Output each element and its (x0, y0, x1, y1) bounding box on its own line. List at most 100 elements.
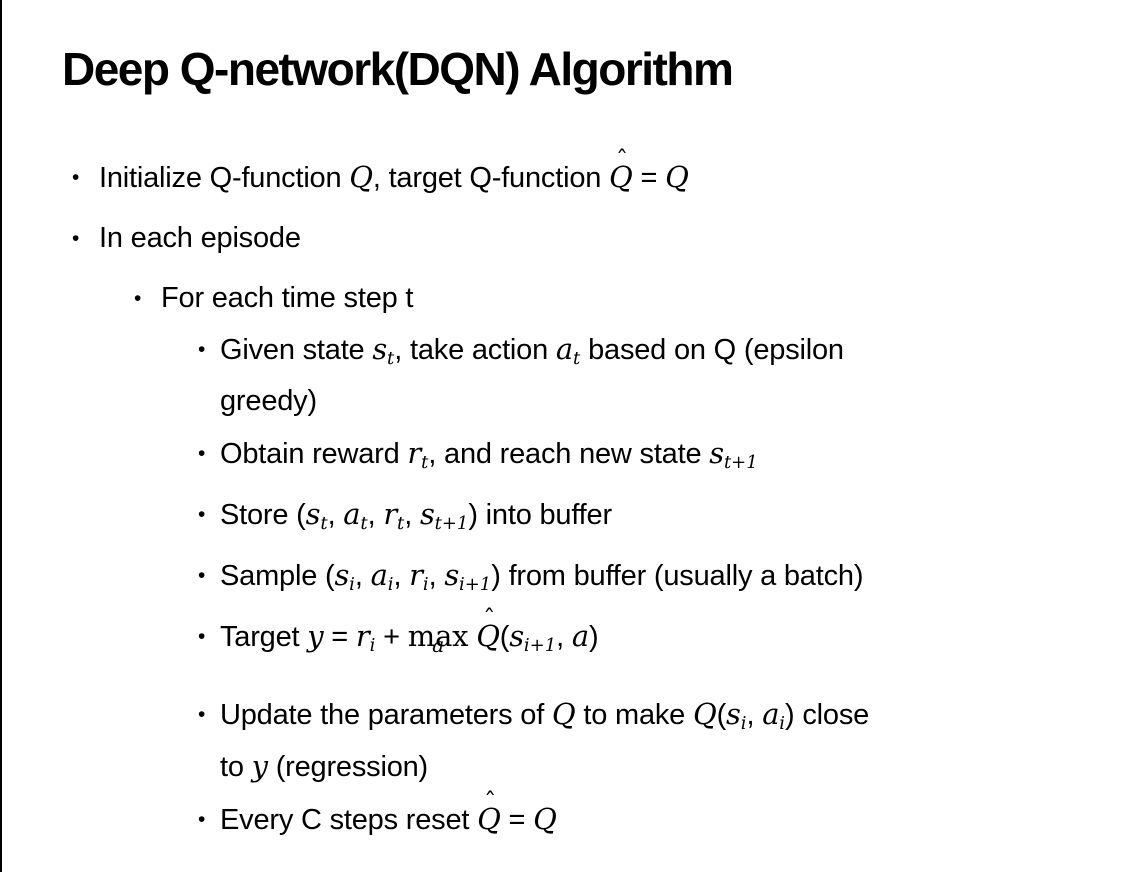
math-symbol: s (419, 497, 435, 532)
math-with-subscript: ai (762, 697, 786, 735)
bullet-content: For each time step t (161, 277, 1112, 320)
bullet-line: Obtain reward rt, and reach new state st… (220, 432, 1112, 484)
text-run: greedy) (220, 385, 317, 418)
math-symbol: s (444, 558, 459, 593)
text-run: to (220, 751, 252, 784)
math-with-subscript: st+1 (709, 436, 758, 474)
text-run: Update the parameters of (220, 699, 552, 732)
text-run: Target (220, 621, 308, 654)
math-symbol: s (305, 497, 321, 532)
text-run: ) into buffer (468, 499, 612, 532)
math-with-subscript: rt (407, 436, 429, 474)
bullet-line: Initialize Q-function Q, target Q-functi… (99, 144, 1112, 200)
bullet-marker: • (198, 503, 206, 527)
text-run: = (323, 621, 356, 654)
text-run: ( (499, 621, 510, 654)
math-with-subscript: st (305, 497, 328, 535)
text-run: ) from buffer (usually a batch) (491, 560, 864, 593)
text-run: Given state (220, 334, 373, 366)
bullet-line: Sample (si, ai, ri, si+1) from buffer (u… (220, 554, 1112, 606)
math-symbol: s (709, 436, 724, 471)
text-run: , and reach new state (428, 438, 710, 471)
text-run: Sample ( (220, 560, 335, 593)
bullet-marker: • (198, 808, 206, 832)
math-symbol: Q (609, 160, 633, 194)
bullet-line: Update the parameters of Q to make Q(si,… (220, 693, 1112, 745)
bullet-item: • In each episode (72, 217, 1112, 260)
math-symbol: s (726, 697, 741, 732)
bullet-content: In each episode (99, 217, 1112, 260)
math-symbol: a (555, 332, 573, 366)
bullet-item: • Update the parameters of Q to make Q(si… (198, 693, 1112, 789)
math-with-subscript: st (372, 332, 395, 370)
bullet-content: Initialize Q-function Q, target Q-functi… (99, 144, 1112, 200)
text-run: ) close (785, 699, 870, 732)
bullet-item: •Initialize Q-function Q, target Q-funct… (72, 144, 1112, 200)
bullet-item: • For each time step t (134, 277, 1112, 320)
text-run: , take action (394, 334, 556, 366)
math-with-subscript: ri (355, 619, 376, 657)
math-symbol: Q (477, 802, 501, 837)
math-symbol: y (251, 749, 268, 784)
math-symbol: Q (533, 802, 557, 837)
text-run: , (404, 499, 420, 532)
math-symbol: r (355, 619, 370, 654)
math-symbol: a (370, 558, 388, 593)
math-symbol: Q (349, 160, 373, 194)
bullet-line: Given state st, take action at based on … (220, 328, 1112, 380)
bullet-content: Update the parameters of Q to make Q(si,… (220, 693, 1112, 789)
math-with-subscript: si+1 (509, 619, 557, 657)
math-with-subscript: st+1 (419, 497, 469, 535)
math-symbol: s (372, 332, 388, 366)
bullet-content: Obtain reward rt, and reach new state st… (220, 432, 1112, 484)
bullet-marker: • (198, 703, 206, 727)
text-run (468, 621, 476, 653)
bullet-line: Store (st, at, rt, st+1) into buffer (220, 493, 1112, 545)
text-run: , target Q-function (372, 162, 610, 194)
text-run: Every C steps reset (220, 804, 478, 837)
text-run: = (500, 804, 534, 837)
text-run: , (327, 499, 344, 532)
text-run: + (375, 621, 408, 654)
text-run: , (428, 560, 445, 593)
math-with-subscript: rt (383, 497, 405, 535)
math-symbol: s (334, 558, 350, 593)
text-run: to make (575, 699, 693, 732)
math-symbol: r (409, 558, 423, 593)
math-with-subscript: si+1 (444, 558, 492, 596)
slide-title: Deep Q-network(DQN) Algorithm (62, 43, 734, 95)
text-run: , (556, 621, 572, 654)
math-symbol: r (407, 436, 422, 471)
math-symbol: Q (692, 697, 717, 732)
text-run: In each episode (99, 222, 301, 254)
bullet-marker: • (72, 227, 80, 250)
text-run: = (632, 162, 666, 194)
math-with-subscript: ri (409, 558, 429, 596)
bullet-marker: • (198, 564, 206, 588)
bullet-content: Sample (si, ai, ri, si+1) from buffer (u… (220, 554, 1112, 606)
text-run: For each time step t (161, 282, 414, 314)
math-with-subscript: at (343, 497, 368, 535)
bullet-marker: • (134, 287, 142, 310)
bullet-marker: • (198, 338, 206, 361)
text-run: Store ( (220, 499, 306, 532)
text-run: , (746, 699, 763, 732)
bullet-list: • Initialize Q-function Q, target Q-funct… (2, 144, 1112, 851)
math-symbol: Q (665, 160, 689, 194)
math-with-subscript: ai (370, 558, 394, 596)
bullet-content: Given state st, take action at based on … (220, 328, 1112, 423)
math-symbol: a (571, 619, 589, 654)
text-run: based on Q (epsilon (580, 334, 844, 366)
math-symbol: a (343, 497, 361, 532)
bullet-line: to y (regression) (220, 745, 1112, 789)
bullet-item: •Given state st, take action at based on… (198, 328, 1112, 423)
